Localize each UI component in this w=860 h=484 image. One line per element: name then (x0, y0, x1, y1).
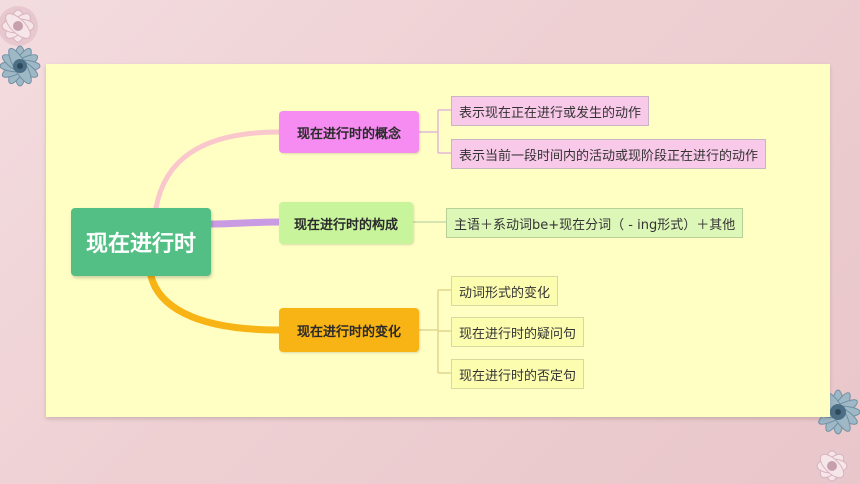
flower-decoration-bottom-right (814, 389, 860, 484)
branch-node-changes[interactable]: 现在进行时的变化 (279, 308, 419, 352)
leaf-node-changes-3[interactable]: 现在进行时的否定句 (451, 359, 585, 389)
branch-node-structure[interactable]: 现在进行时的构成 (279, 202, 413, 244)
leaf-node-concept-2[interactable]: 表示当前一段时间内的活动或现阶段正在进行的动作 (451, 139, 767, 169)
mindmap-panel: 现在进行时 现在进行时的概念 现在进行时的构成 现在进行时的变化 表示现在正在进… (46, 64, 830, 417)
leaf-node-structure-1[interactable]: 主语＋系动词be+现在分词（ - ing形式）＋其他 (446, 208, 744, 238)
leaf-node-changes-1[interactable]: 动词形式的变化 (451, 276, 559, 306)
connector-branch-3-leaves (419, 289, 451, 374)
connector-root-branch-1 (153, 129, 282, 211)
leaf-node-concept-1[interactable]: 表示现在正在进行或发生的动作 (451, 96, 650, 126)
connector-root-branch-2 (207, 218, 283, 228)
flower-decoration-top-left (0, 6, 41, 87)
connector-branch-1-leaves (419, 109, 451, 154)
mindmap-connectors (147, 109, 451, 374)
branch-node-concept[interactable]: 现在进行时的概念 (279, 111, 419, 153)
root-node[interactable]: 现在进行时 (71, 208, 211, 276)
connector-root-branch-3 (147, 272, 283, 334)
leaf-node-changes-2[interactable]: 现在进行时的疑问句 (451, 317, 585, 347)
